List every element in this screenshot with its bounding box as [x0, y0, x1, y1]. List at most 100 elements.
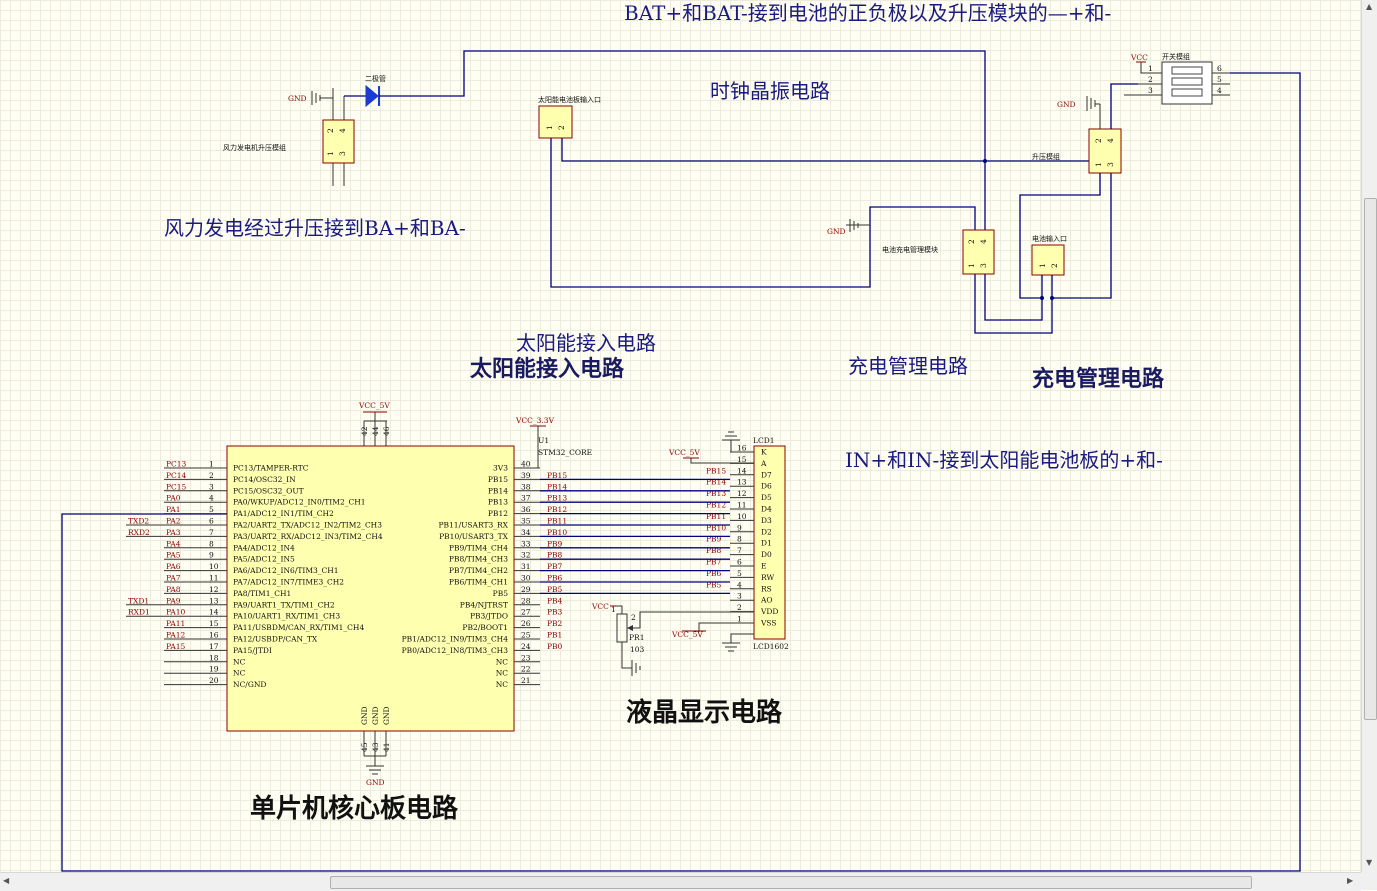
net-label: PB6	[706, 569, 722, 578]
pin-label: 3	[338, 151, 347, 156]
net-label: PB15	[706, 466, 726, 475]
vertical-scroll-thumb[interactable]	[1364, 198, 1377, 720]
wind-boost-connector[interactable]	[322, 119, 355, 164]
pin-name: D7	[761, 470, 772, 479]
net-label: PB1	[547, 631, 562, 640]
pin-name: PA5/ADC12_IN5	[233, 555, 295, 564]
vcc33-label: VCC_3.3V	[515, 416, 555, 425]
pin-label: 1	[1038, 263, 1047, 268]
pin-name: PB8/TIM4_CH3	[449, 555, 508, 564]
solar-input-connector[interactable]	[538, 105, 573, 139]
net-label: PB4	[547, 596, 563, 605]
pin-label: 4	[979, 239, 988, 244]
net-label: PB6	[547, 574, 563, 583]
pin-number: 6	[209, 517, 214, 526]
battery-note: BAT+和BAT-接到电池的正负极以及升压模块的—+和-	[624, 1, 1111, 25]
scroll-up-icon[interactable]: ▲	[1366, 2, 1373, 11]
net-label: PB7	[547, 562, 563, 571]
potentiometer-pr1[interactable]	[616, 613, 628, 643]
charge-module-connector[interactable]	[962, 229, 995, 275]
pr1-designator: PR1	[629, 633, 644, 642]
pin-name: PB6/TIM4_CH1	[449, 578, 508, 587]
horizontal-scrollbar[interactable]: ◀ ▶	[0, 872, 1361, 891]
pin-name: PB7/TIM4_CH2	[449, 566, 508, 575]
pin-number: 42	[360, 426, 369, 436]
pin-number: 30	[521, 574, 531, 583]
lcd-circuit-title: 液晶显示电路	[626, 697, 783, 728]
pin-name: PB3/JTDO	[470, 612, 508, 621]
pin-name: GND	[360, 706, 369, 725]
lcd1602-module[interactable]	[753, 445, 786, 640]
charge-circuit-title: 充电管理电路	[848, 354, 968, 378]
pin-name: A	[760, 459, 767, 468]
pin-label: 5	[1217, 75, 1222, 84]
boost-module-connector[interactable]	[1088, 128, 1122, 174]
pin-number: 22	[521, 665, 531, 674]
pin-number: 19	[209, 665, 219, 674]
horizontal-scroll-thumb[interactable]	[330, 876, 1252, 889]
pin-name: PA6/ADC12_IN6/TIM3_CH1	[233, 566, 339, 575]
pin-name: VDD	[760, 607, 778, 616]
boost-module-label: 升压模组	[1032, 152, 1060, 161]
pin-label: 3	[1106, 162, 1115, 167]
solar-circuit-title: 太阳能接入电路	[516, 331, 656, 355]
pin-name: NC	[233, 657, 246, 666]
gnd-label: GND	[366, 778, 385, 787]
net-label: TXD2	[128, 517, 149, 526]
pin-number: 46	[382, 426, 391, 436]
pin-name: PA7/ADC12_IN7/TIME3_CH2	[233, 578, 344, 587]
core-label: STM32_CORE	[538, 448, 592, 457]
pin-number: 28	[521, 596, 531, 605]
pin-label: 1	[545, 125, 554, 130]
pin-number: 1	[737, 615, 742, 624]
pin-number: 38	[521, 482, 531, 491]
pin-name: PA10/UART1_RX/TIM1_CH3	[233, 612, 340, 621]
pin-number: 44	[371, 426, 380, 436]
pin-label: 2	[1050, 263, 1059, 268]
pb-bus-wires	[540, 478, 730, 595]
net-label: PA8	[166, 585, 181, 594]
pin-number: 7	[209, 528, 214, 537]
net-label: RXD1	[128, 608, 150, 617]
pin-number: 37	[521, 494, 531, 503]
pin-name: PA2/UART2_TX/ADC12_IN2/TIM2_CH3	[233, 521, 382, 530]
net-label: PA10	[166, 608, 186, 617]
battery-input-connector[interactable]	[1031, 244, 1065, 276]
pin-name: VSS	[760, 619, 777, 628]
net-label: PB7	[706, 558, 722, 567]
scroll-down-icon[interactable]: ▼	[1366, 858, 1373, 867]
pin-name: PB5	[493, 589, 509, 598]
charge-module-label: 电池充电管理模块	[882, 245, 938, 254]
scroll-right-icon[interactable]: ▶	[1347, 876, 1354, 885]
switch-component[interactable]	[1161, 61, 1213, 105]
net-label: PB10	[706, 523, 726, 532]
net-label: PA4	[166, 539, 181, 548]
pin-number: 14	[737, 466, 747, 475]
pin-label: 2	[1148, 75, 1153, 84]
scroll-left-icon[interactable]: ◀	[3, 876, 10, 885]
pin-name: PB15	[488, 475, 508, 484]
pin-number: 9	[737, 523, 742, 532]
pin-number: 13	[209, 596, 219, 605]
pin-name: PA1/ADC12_IN1/TIM_CH2	[233, 509, 334, 518]
pin-name: PB2/BOOT1	[462, 623, 508, 632]
vcc-label: VCC	[1130, 53, 1148, 62]
solar-input-label: 太阳能电池板输入口	[538, 95, 601, 104]
solar-circuit-title-bold: 太阳能接入电路	[470, 356, 625, 382]
diode-symbol[interactable]	[365, 84, 380, 108]
vertical-scrollbar[interactable]: ▲ ▼	[1361, 0, 1377, 872]
pin-name: PA15/JTDI	[233, 646, 272, 655]
net-label: PB13	[706, 489, 726, 498]
pin-number: 8	[737, 535, 742, 544]
pin-name: NC	[233, 669, 246, 678]
net-label: PB10	[547, 528, 567, 537]
net-label: PA11	[166, 619, 185, 628]
net-label: PB8	[547, 551, 563, 560]
net-label: PB3	[547, 608, 563, 617]
wind-module-label: 风力发电机升压模组	[223, 143, 286, 152]
stm32-core-chip[interactable]	[226, 445, 515, 732]
net-label: PA9	[166, 596, 181, 605]
pin-name: PC15/OSC32_OUT	[233, 486, 304, 495]
